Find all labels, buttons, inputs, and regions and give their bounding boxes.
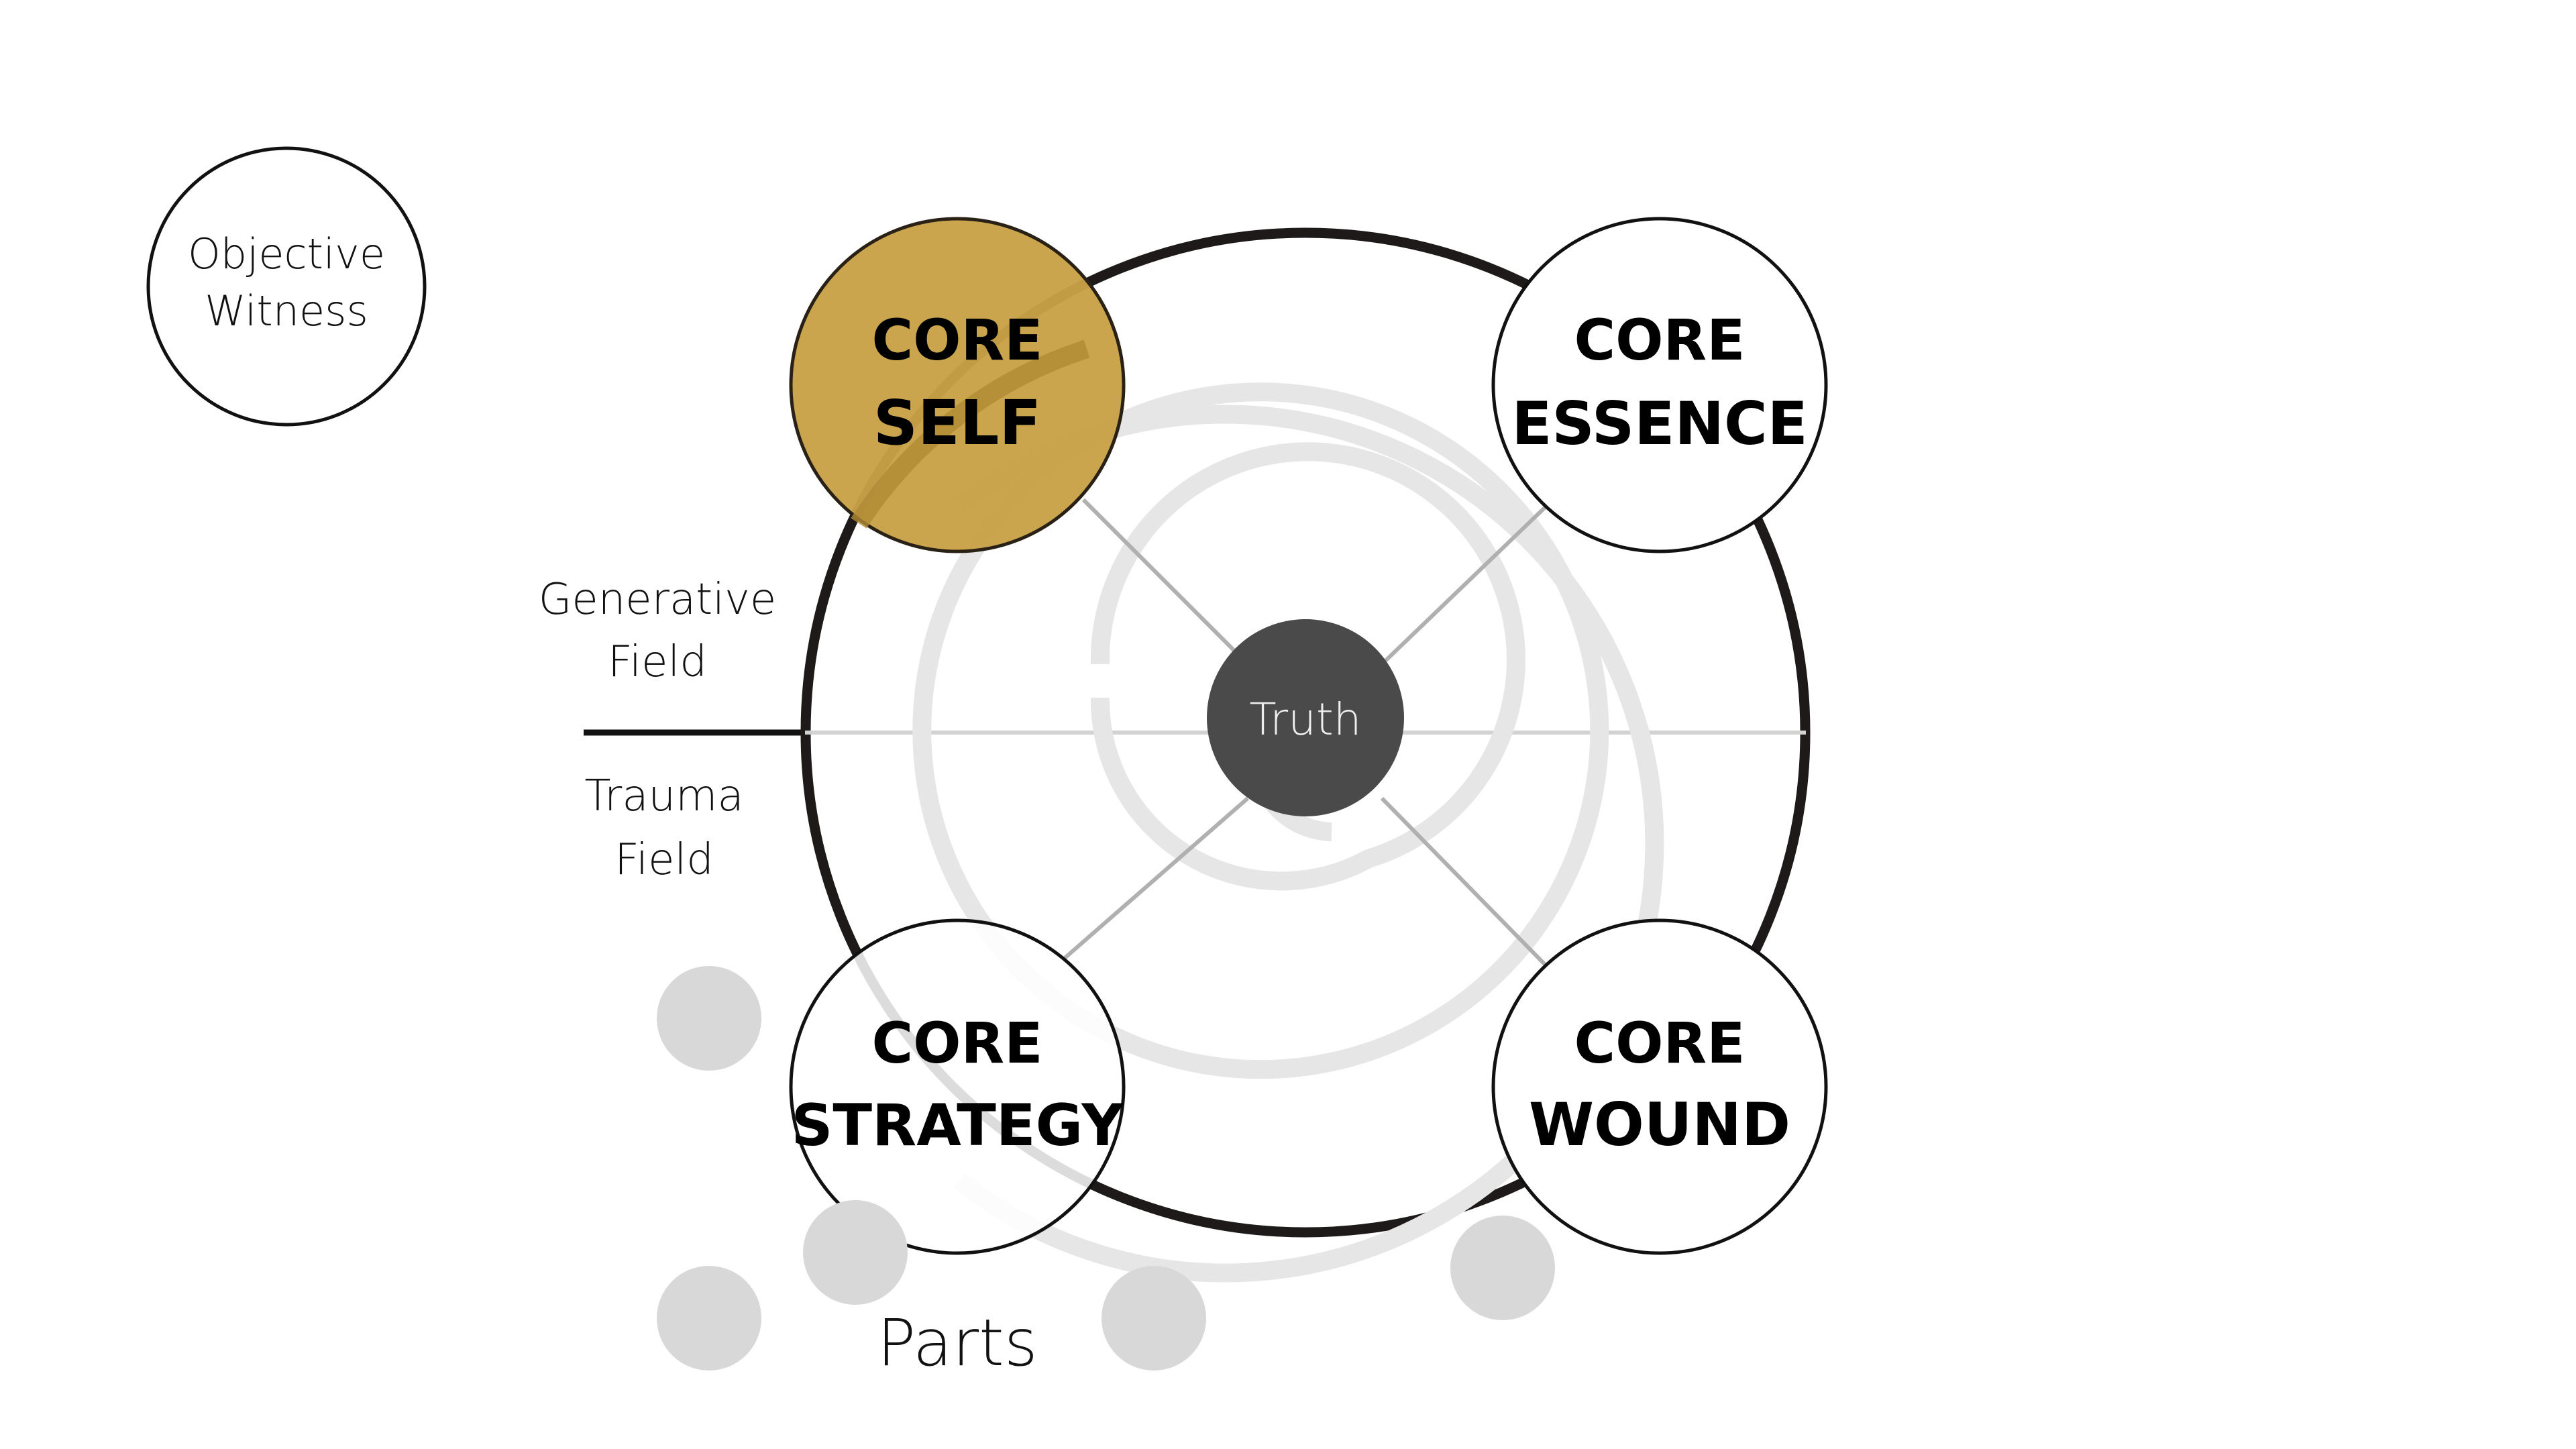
core-self-line1: CORE <box>871 307 1042 373</box>
part-dot <box>803 1200 908 1305</box>
core-wound-line1: CORE <box>1574 1010 1745 1076</box>
part-dot <box>657 966 761 1071</box>
generative-field-label: Generative Field <box>539 575 777 687</box>
part-dot <box>1450 1216 1555 1320</box>
generative-field-line2: Field <box>608 637 707 687</box>
spiral-inner-arc <box>1090 442 1525 891</box>
core-wound-line2: WOUND <box>1529 1090 1790 1159</box>
parts-label: Parts <box>877 1305 1038 1381</box>
core-self-line2: SELF <box>873 387 1042 459</box>
core-essence-line1: CORE <box>1574 307 1745 373</box>
trauma-field-line1: Trauma <box>584 771 743 821</box>
core-essence-line2: ESSENCE <box>1511 389 1807 458</box>
core-wound-circle <box>1491 918 1828 1255</box>
core-self-node: CORE SELF <box>789 217 1126 553</box>
connector-strategy <box>1062 796 1249 961</box>
core-self-spiral-overlay <box>851 339 1090 529</box>
core-self-circle <box>789 217 1126 553</box>
witness-label-line1: Objective <box>188 229 385 278</box>
witness-label-line2: Witness <box>205 286 368 335</box>
core-strategy-line2: STRATEGY <box>791 1092 1124 1159</box>
witness-circle <box>146 146 427 427</box>
parts-group <box>657 966 1555 1371</box>
core-wound-node: CORE WOUND <box>1491 918 1828 1255</box>
objective-witness: Objective Witness <box>146 146 427 427</box>
trauma-field-label: Trauma Field <box>584 771 743 885</box>
core-essence-circle <box>1491 217 1828 553</box>
connector-wound <box>1380 796 1555 975</box>
core-strategy-circle <box>789 918 1126 1255</box>
connector-self <box>1081 498 1250 666</box>
connector-essence <box>1380 498 1555 666</box>
spiral-outer-arc <box>953 405 1664 1283</box>
part-dot <box>1102 1266 1206 1371</box>
truth-circle <box>1207 619 1404 816</box>
core-essence-node: CORE ESSENCE <box>1491 217 1828 553</box>
connectors <box>1062 498 1555 975</box>
truth-node: Truth <box>1207 619 1404 816</box>
truth-label: Truth <box>1249 694 1361 745</box>
trauma-field-line2: Field <box>614 835 714 885</box>
generative-field-line1: Generative <box>539 575 777 625</box>
part-dot <box>657 1266 761 1371</box>
core-strategy-line1: CORE <box>871 1010 1042 1076</box>
core-strategy-node: CORE STRATEGY <box>789 918 1126 1255</box>
